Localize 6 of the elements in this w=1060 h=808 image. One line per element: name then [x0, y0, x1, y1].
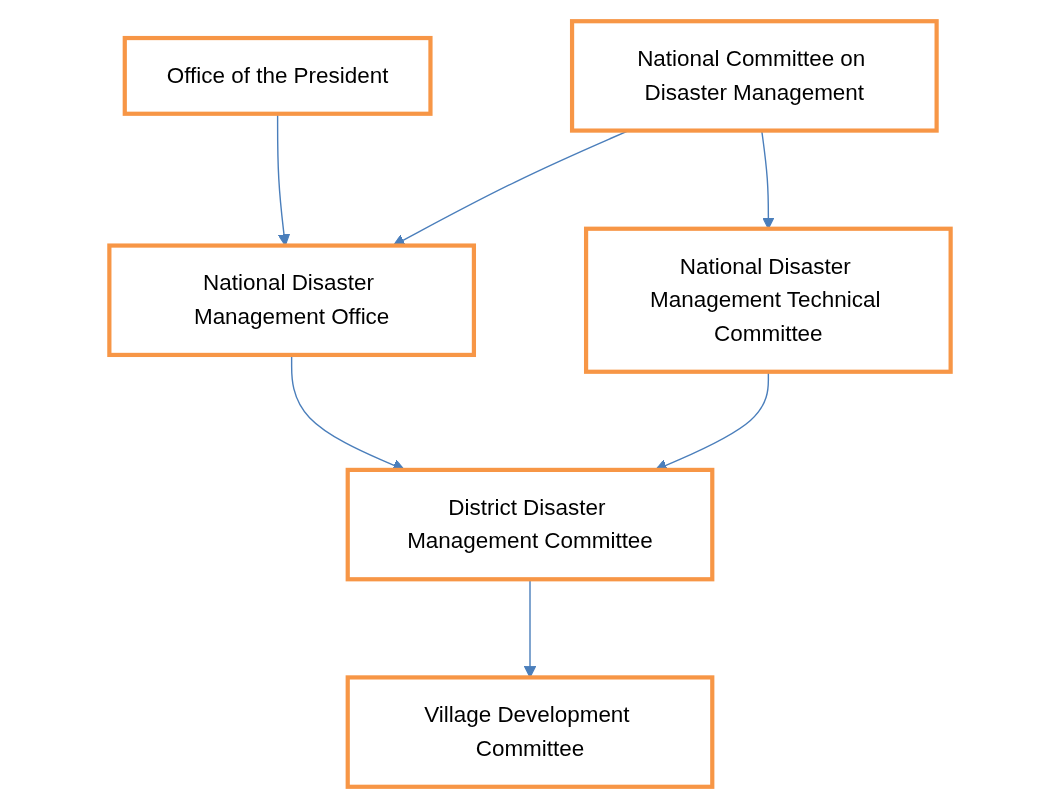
node-box: National Disaster Management Office: [107, 243, 476, 358]
node-box: Village Development Committee: [345, 675, 715, 789]
node-box: National Committee on Disaster Management: [569, 19, 939, 133]
node-box: National Disaster Management Technical Committee: [584, 226, 953, 374]
node-box: Office of the President: [122, 35, 433, 116]
node-box: District Disaster Management Committee: [345, 467, 715, 582]
